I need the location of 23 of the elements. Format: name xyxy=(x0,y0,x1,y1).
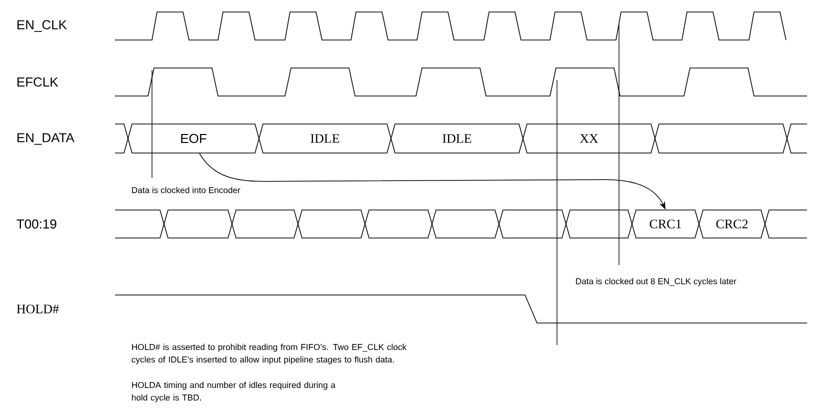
bus-segment xyxy=(654,124,788,154)
bus-segment xyxy=(232,210,298,238)
bus-segment xyxy=(498,210,566,238)
bus-segment xyxy=(432,210,500,238)
bus-segment: CRC2 xyxy=(698,210,766,238)
annotation-text: Data is clocked into Encoder xyxy=(132,186,240,194)
signal-name: EFCLK xyxy=(17,77,58,87)
note-text: HOLD# is asserted to prohibit reading from FIFO’s. Two EF_CLK clock cycles of IDLE’s inserted to allow input pipeline stages to flush data. xyxy=(132,344,407,364)
annotation-text: Data is clocked out 8 EN_CLK cycles later xyxy=(576,278,736,286)
bus-segment: XX xyxy=(522,124,656,154)
bus-segment xyxy=(298,210,366,238)
bus-segment: IDLE xyxy=(390,124,524,154)
signal-name: EN_CLK xyxy=(17,20,67,32)
bus-segment: IDLE xyxy=(258,124,392,154)
bus-segment: CRC1 xyxy=(632,210,700,238)
signal-name: EN_DATA xyxy=(17,133,74,145)
signal-name: HOLD# xyxy=(16,304,59,314)
bus-segment xyxy=(364,210,432,238)
bus-segment xyxy=(164,210,232,238)
note-text: HOLDA timing and number of idles required during a hold cycle is TBD. xyxy=(132,382,336,402)
bus-segment xyxy=(566,210,632,238)
bus-segment: EOF xyxy=(128,124,260,154)
signal-name: T00:19 xyxy=(16,219,56,229)
